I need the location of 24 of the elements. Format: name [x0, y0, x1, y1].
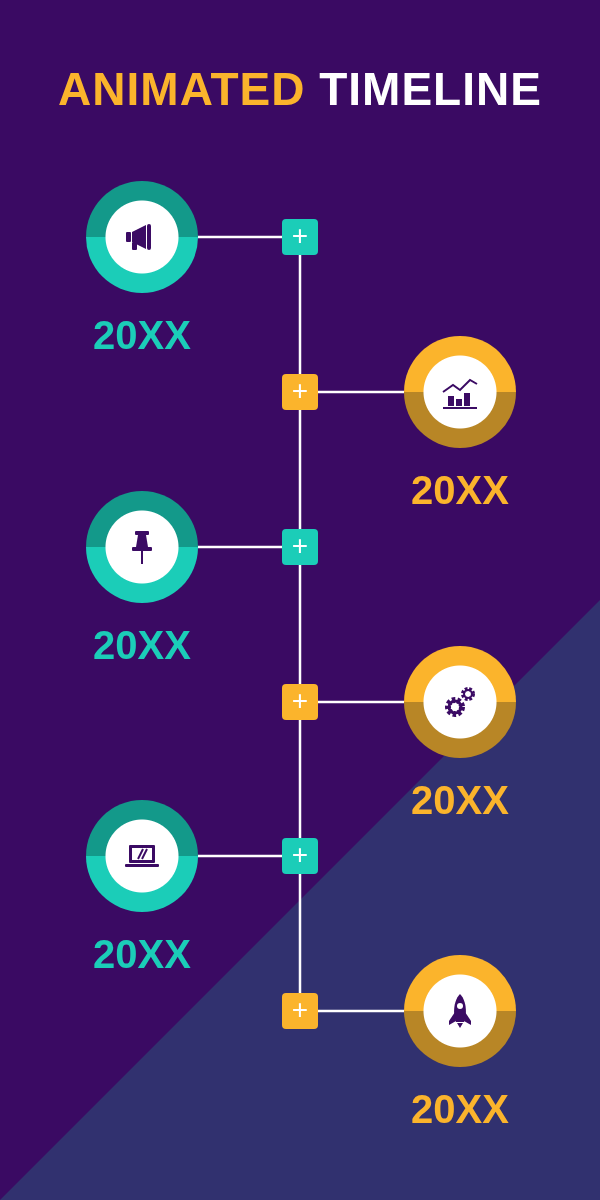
- year-label: 20XX: [92, 313, 192, 357]
- plus-marker: +: [282, 684, 318, 720]
- year-label: 20XX: [92, 932, 192, 976]
- year-label: 20XX: [410, 778, 510, 822]
- connector-line: [198, 545, 282, 549]
- connector-line: [318, 1009, 404, 1013]
- connector-line: [198, 235, 282, 239]
- plus-marker: +: [282, 374, 318, 410]
- year-label: 20XX: [92, 623, 192, 667]
- connector-line: [318, 700, 404, 704]
- year-label: 20XX: [410, 468, 510, 512]
- title: ANIMATED TIMELINE: [57, 62, 543, 116]
- connector-line: [298, 255, 302, 374]
- plus-marker: +: [282, 529, 318, 565]
- connector-line: [298, 565, 302, 684]
- year-label: 20XX: [410, 1087, 510, 1131]
- connector-line: [318, 390, 404, 394]
- plus-marker: +: [282, 219, 318, 255]
- plus-marker: +: [282, 993, 318, 1029]
- plus-marker: +: [282, 838, 318, 874]
- connector-line: [298, 874, 302, 993]
- connector-line: [198, 854, 282, 858]
- connector-line: [298, 410, 302, 529]
- connector-line: [298, 720, 302, 838]
